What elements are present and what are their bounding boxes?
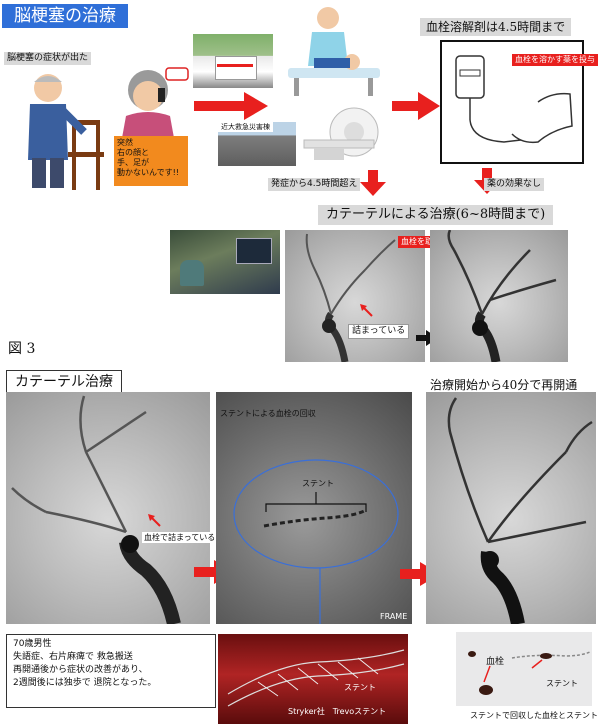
stent-label: ステント	[302, 479, 334, 488]
no-effect-label: 薬の効果なし	[484, 178, 545, 191]
reopen-title: 治療開始から40分で再開通	[430, 378, 578, 392]
case-line: 失語症、右片麻痺で 救急搬送	[13, 652, 133, 662]
clot-pieces	[468, 651, 591, 695]
cath-lab-photo	[170, 230, 280, 294]
doctor-exam-illustration	[288, 7, 380, 96]
stent-photo-label: ステント	[344, 683, 376, 692]
arrow-to-tpa	[392, 92, 440, 120]
catheter-title: カテーテルによる治療(6~8時間まで)	[318, 205, 554, 225]
stent-overlay	[233, 459, 399, 624]
angiogram-occluded	[6, 392, 210, 624]
clot-label: 血栓で詰まっている	[142, 532, 218, 543]
retrieval-title: ステントによる血栓の回収	[220, 409, 316, 418]
speech-line: 突然	[117, 138, 133, 147]
arrow-to-hospital	[194, 92, 268, 120]
tpa-title: 血栓溶解剤は4.5時間まで	[420, 18, 572, 36]
case-line: 2週間後には独歩で 退院となった。	[13, 678, 157, 688]
figure-label: 図 3	[8, 341, 36, 357]
onset-label: 発症から4.5時間超え	[268, 178, 361, 191]
ambulance-photo	[193, 34, 273, 88]
case-line: 再開通後から症状の改善があり、	[13, 665, 148, 675]
clot-pointer-arrow	[360, 304, 373, 317]
vessel-drawing	[447, 230, 557, 362]
vessel-drawing	[11, 395, 181, 624]
symptom-label: 脳梗塞の症状が出た	[4, 52, 92, 65]
woman-calling-illustration	[122, 67, 189, 138]
speech-line: 動かないんです!!	[117, 168, 180, 177]
stent-brand-label: Stryker社 Trevoステント	[288, 707, 387, 716]
section-title: カテーテル治療	[6, 370, 122, 394]
clot-photo-label: 血栓	[486, 657, 505, 667]
page-title: 脳梗塞の治療	[2, 4, 128, 28]
stent-illustration: ステント Stryker社 Trevoステント	[218, 634, 408, 724]
tpa-drug-label: 血栓を溶かす薬を投与	[512, 54, 598, 66]
vessel-drawing	[305, 233, 396, 362]
iv-drip-icon	[455, 55, 573, 144]
clogged-label: 詰まっている	[348, 324, 410, 339]
clot-pointer-arrow	[148, 514, 161, 527]
retrieved-clot-photo: 血栓 ステント	[456, 632, 592, 706]
angiogram-after	[430, 230, 568, 362]
stent-photo2-label: ステント	[546, 679, 578, 688]
case-line: 70歳男性	[13, 639, 52, 649]
case-description: 70歳男性 失語症、右片麻痺で 救急搬送 再開通後から症状の改善があり、 2週間…	[6, 634, 216, 708]
hospital-photo: 近大救急災害棟	[218, 122, 296, 166]
arrow-down-onset	[360, 170, 386, 196]
angiogram-reopened	[426, 392, 596, 624]
speech-line: 右の顔と	[117, 148, 149, 157]
elderly-man-illustration	[28, 74, 104, 190]
ct-scanner-illustration	[303, 107, 379, 160]
speech-line: 手、足が	[117, 158, 149, 167]
speech-box: 突然 右の顔と 手、足が 動かないんです!!	[114, 136, 188, 186]
vessel-drawing	[447, 397, 593, 624]
hospital-label: 近大救急災害棟	[218, 122, 273, 132]
frame-text: FRAME	[380, 612, 408, 621]
angiogram-before	[285, 230, 425, 362]
stent-mesh	[227, 649, 405, 707]
angiogram-stent-retrieval: ステントによる血栓の回収 ステント FRAME	[216, 392, 412, 624]
retrieved-caption: ステントで回収した血栓とステント	[470, 711, 598, 720]
